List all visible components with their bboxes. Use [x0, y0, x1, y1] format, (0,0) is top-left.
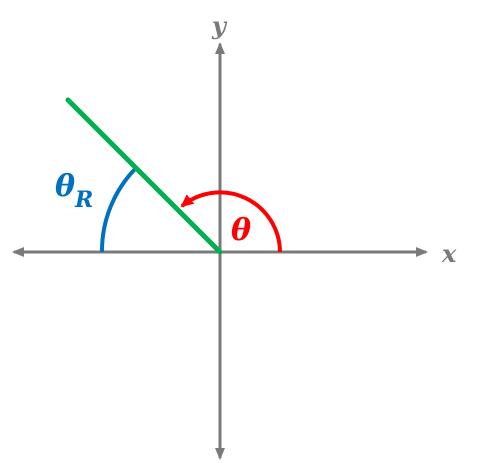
reference-angle-subscript: R [74, 187, 93, 213]
x-axis-label: x [441, 239, 457, 268]
theta-arc [180, 190, 282, 253]
y-axis-label: y [211, 11, 228, 40]
reference-angle-arc [99, 166, 138, 253]
theta-label: θ [231, 213, 251, 248]
terminal-side-ray [65, 97, 223, 255]
reference-angle-symbol: θ [55, 169, 75, 204]
reference-angle-label: θR [55, 169, 93, 213]
